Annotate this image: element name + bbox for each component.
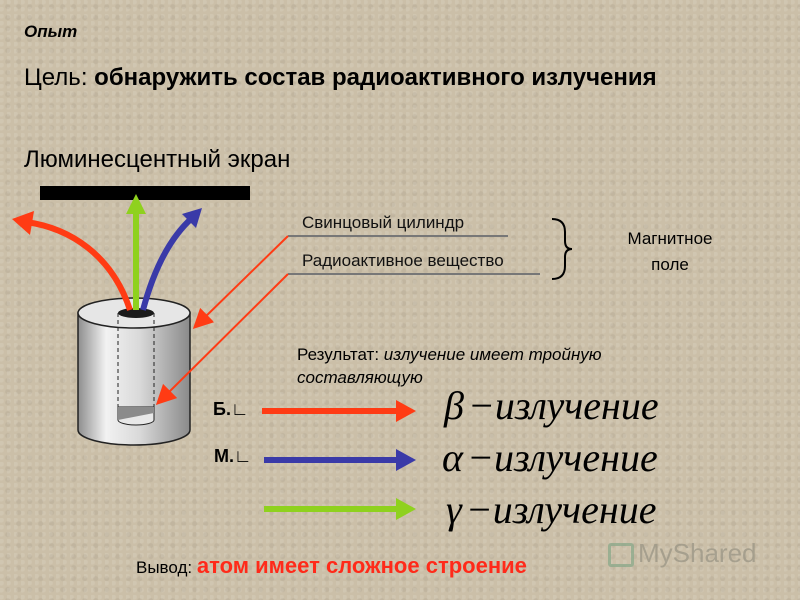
- conclusion: Вывод: атом имеет сложное строение: [136, 553, 527, 579]
- gamma-radiation-label: γ−излучение: [446, 486, 656, 533]
- gamma-text: −излучение: [465, 487, 657, 532]
- experiment-label: Опыт: [24, 22, 78, 41]
- beta-symbol: β: [444, 383, 464, 428]
- gamma-symbol: γ: [446, 487, 462, 532]
- screen-label: Люминесцентный экран: [24, 146, 291, 173]
- short-label-m: М.∟: [214, 446, 252, 466]
- beta-text: −излучение: [467, 383, 659, 428]
- alpha-ray: [140, 215, 195, 311]
- result-prefix: Результат:: [297, 345, 380, 364]
- conclusion-prefix: Вывод:: [136, 558, 193, 577]
- watermark: MyShared: [608, 538, 757, 569]
- alpha-ray-arrowhead: [182, 208, 202, 228]
- beta-ray: [25, 219, 133, 311]
- alpha-result-arrowhead: [396, 449, 416, 471]
- lead-cylinder-label: Свинцовый цилиндр: [302, 213, 465, 232]
- goal-line: Цель: обнаружить состав радиоактивного и…: [24, 64, 657, 92]
- alpha-text: −излучение: [467, 435, 658, 480]
- magnetic-field-brace: [551, 218, 573, 280]
- beta-radiation-label: β−излучение: [444, 382, 659, 429]
- goal-text: обнаружить состав радиоактивного излучен…: [94, 64, 657, 91]
- gamma-ray-arrowhead: [126, 194, 146, 214]
- lead-leader-arrow: [192, 235, 289, 329]
- result-text: Результат: излучение имеет тройную соста…: [297, 343, 677, 389]
- conclusion-text: атом имеет сложное строение: [196, 553, 527, 578]
- short-label-b: Б.∟: [213, 399, 249, 419]
- substance-leader-arrow: [155, 273, 289, 406]
- alpha-symbol: α: [442, 435, 463, 480]
- watermark-logo-icon: [608, 543, 634, 568]
- magnetic-field-label: Магнитное поле: [627, 229, 713, 274]
- beta-result-arrowhead: [396, 400, 416, 422]
- fluorescent-screen: [40, 186, 250, 200]
- lead-cylinder: [77, 297, 191, 446]
- gamma-result-arrowhead: [396, 498, 416, 520]
- watermark-text: MyShared: [638, 538, 757, 568]
- goal-prefix: Цель:: [24, 64, 88, 91]
- result-body: излучение имеет тройную составляющую: [297, 345, 602, 387]
- substance-label: Радиоактивное вещество: [302, 251, 504, 270]
- beta-ray-arrowhead: [12, 211, 34, 235]
- alpha-radiation-label: α−излучение: [442, 434, 658, 481]
